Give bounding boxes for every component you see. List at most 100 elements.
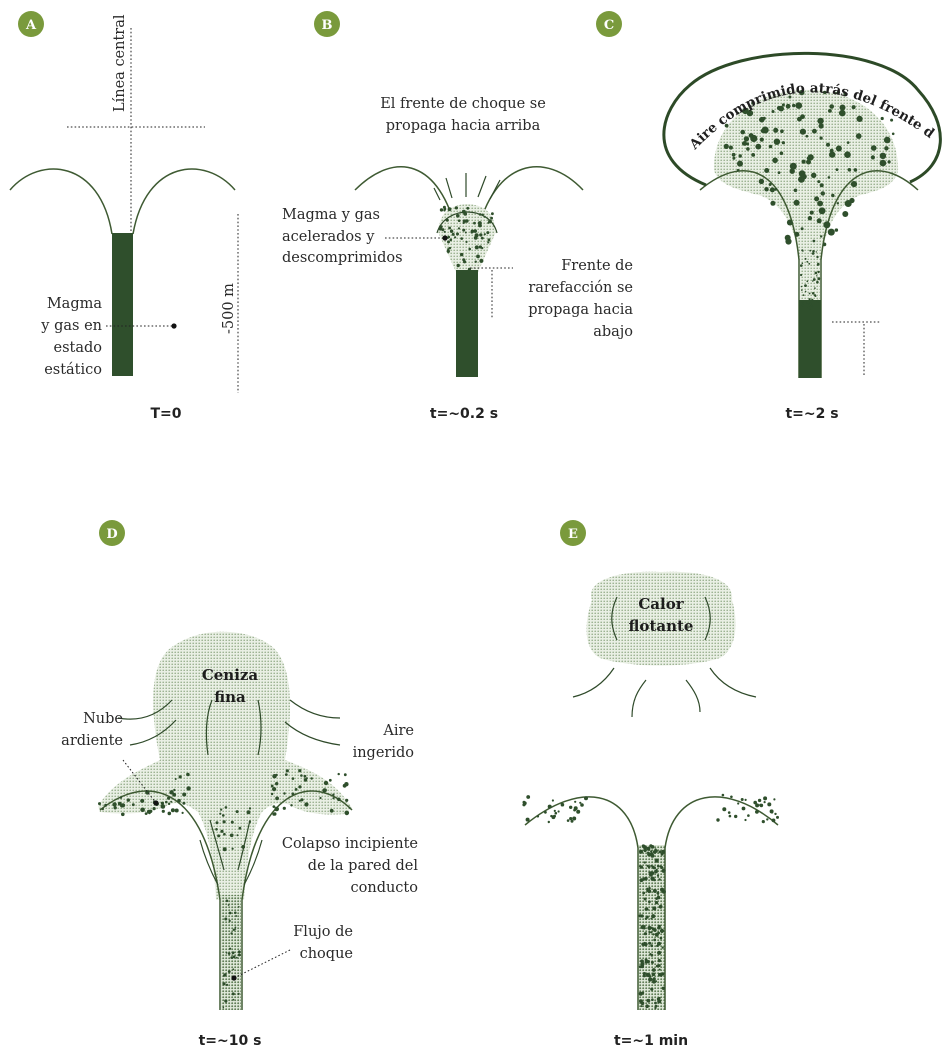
particle	[852, 105, 856, 109]
particle	[772, 110, 775, 113]
particle	[763, 796, 767, 800]
particle	[145, 812, 148, 815]
particle	[744, 136, 749, 141]
particle	[473, 222, 476, 225]
particle	[574, 806, 578, 810]
particle	[222, 814, 225, 817]
particle	[753, 801, 757, 805]
particle	[817, 300, 820, 303]
particle	[760, 138, 764, 142]
particle	[324, 781, 328, 785]
particle	[272, 813, 275, 816]
particle	[458, 227, 460, 229]
particle	[732, 157, 735, 160]
particle	[554, 810, 556, 812]
particle	[817, 118, 823, 124]
particle	[660, 888, 664, 892]
particle	[730, 796, 733, 799]
particle	[892, 133, 895, 136]
particle	[880, 160, 887, 167]
particle	[759, 179, 764, 184]
particle	[173, 789, 175, 791]
particle	[229, 948, 231, 950]
particle	[463, 260, 466, 263]
panel-d: D Ceniza fina Nube ardiente Aire ingerid…	[61, 520, 418, 1049]
particle	[801, 286, 803, 288]
particle	[462, 229, 465, 232]
particle	[228, 970, 231, 973]
particle	[235, 928, 237, 930]
static-magma-label-2: y gas en	[40, 318, 102, 334]
particle	[479, 259, 483, 263]
particle	[448, 227, 451, 230]
particle	[484, 233, 486, 235]
particle	[796, 102, 803, 109]
particle	[458, 219, 461, 222]
particle	[226, 900, 229, 903]
particle	[228, 904, 230, 906]
particle	[231, 821, 234, 824]
particle	[819, 207, 826, 214]
particle	[805, 258, 807, 260]
particle	[751, 153, 755, 157]
particle	[769, 183, 772, 186]
particle	[574, 801, 576, 803]
particle	[224, 918, 227, 921]
particle	[812, 250, 815, 253]
particle	[169, 790, 173, 794]
particle	[118, 802, 122, 806]
particle	[800, 129, 806, 135]
particle	[273, 805, 276, 808]
panel-e-badge: E	[560, 520, 586, 546]
particle	[760, 804, 764, 808]
particle	[836, 146, 842, 152]
particle	[484, 216, 486, 218]
particle	[774, 813, 776, 815]
particle	[448, 236, 451, 239]
particle	[460, 237, 463, 240]
particle	[239, 827, 242, 830]
particle	[821, 191, 825, 195]
particle	[161, 802, 164, 805]
particle	[646, 847, 650, 851]
particle	[644, 861, 646, 863]
panel-d-badge: D	[99, 520, 125, 546]
ingested-air-label-1: Aire	[382, 723, 414, 739]
particle	[526, 795, 530, 799]
rarefaction-label-1: Frente de	[561, 258, 633, 274]
particle	[764, 168, 769, 173]
expanding-plume-c	[714, 90, 898, 318]
particle	[639, 965, 642, 968]
particle	[329, 779, 332, 782]
particle	[656, 965, 659, 968]
particle	[816, 275, 817, 276]
particle	[228, 952, 231, 955]
particle	[229, 920, 231, 922]
particle	[226, 984, 228, 986]
particle	[645, 961, 648, 964]
particle	[775, 188, 778, 191]
particle	[806, 261, 808, 263]
particle	[653, 866, 656, 869]
particle	[802, 302, 804, 304]
panel-d-time: t=~10 s	[199, 1033, 262, 1049]
particle	[168, 803, 170, 805]
panel-e-badge-letter: E	[568, 527, 578, 542]
buoyant-heat-label-2: flotante	[629, 617, 694, 635]
particle	[220, 809, 222, 811]
particle	[237, 834, 239, 836]
magma-column-static	[112, 233, 133, 376]
particle	[655, 933, 658, 936]
particle	[817, 277, 820, 280]
particle	[304, 802, 308, 806]
particle	[471, 230, 475, 234]
particle	[817, 271, 819, 273]
particle	[764, 801, 766, 803]
particle	[809, 250, 811, 252]
particle	[840, 105, 846, 111]
particle	[295, 788, 298, 791]
particle	[747, 814, 750, 817]
panel-e: E Calor flotante t=~1 min	[522, 520, 779, 1049]
particle	[657, 942, 661, 946]
